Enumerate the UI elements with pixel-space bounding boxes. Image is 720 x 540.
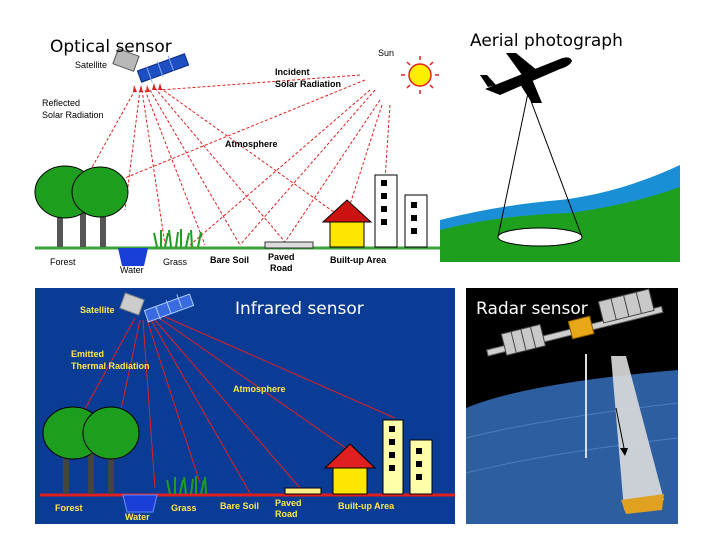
satellite-icon: [112, 48, 190, 83]
paved-road-icon: [284, 487, 322, 495]
label-water: Water: [125, 512, 150, 522]
optical-sensor-title: Optical sensor: [50, 37, 172, 57]
label-builtup: Built-up Area: [330, 255, 387, 265]
label-paved-2: Road: [275, 509, 298, 519]
label-paved-1: Paved: [275, 498, 302, 508]
emitted-rays: [79, 315, 396, 494]
radar-beam: [611, 356, 664, 510]
buildings-icon: [382, 419, 433, 495]
label-reflected-1: Reflected: [42, 98, 80, 108]
label-emitted-2: Thermal Radiation: [71, 361, 150, 371]
label-water: Water: [120, 265, 144, 275]
land-area: [440, 187, 680, 262]
paved-road-icon: [264, 241, 314, 249]
label-forest: Forest: [55, 503, 83, 513]
label-bare-soil: Bare Soil: [210, 255, 249, 265]
optical-sensor-panel: Optical sensor Satellite Sun Incident So…: [30, 30, 440, 280]
label-reflected-2: Solar Radiation: [42, 110, 104, 120]
grass-icon: [166, 476, 207, 495]
label-paved-2: Road: [270, 263, 293, 273]
forest-icon: [34, 165, 129, 247]
label-grass: Grass: [171, 503, 197, 513]
aerial-photograph-title: Aerial photograph: [470, 31, 623, 51]
beam-arrow-head: [620, 448, 628, 456]
beam-arrow: [615, 407, 625, 449]
label-paved-1: Paved: [268, 252, 295, 262]
label-sun: Sun: [378, 48, 394, 58]
camera-field-of-view: [497, 92, 583, 247]
radar-sensor-diagram: Radar sensor: [466, 288, 678, 524]
label-incident-1: Incident: [275, 67, 310, 77]
label-satellite: Satellite: [75, 60, 107, 70]
house-icon: [321, 199, 373, 248]
grass-icon: [153, 229, 202, 248]
earth-contour: [466, 402, 678, 439]
label-bare-soil: Bare Soil: [220, 501, 259, 511]
ray-arrowheads: [133, 83, 162, 92]
water-icon: [118, 248, 148, 266]
label-incident-2: Solar Radiation: [275, 79, 341, 89]
label-atmosphere: Atmosphere: [225, 139, 278, 149]
label-grass: Grass: [163, 257, 188, 267]
label-forest: Forest: [50, 257, 76, 267]
incident-ray: [189, 89, 371, 246]
radar-footprint: [621, 494, 664, 514]
satellite-icon: [119, 292, 195, 323]
aerial-photograph-diagram: Aerial photograph: [440, 25, 680, 262]
optical-sensor-diagram: Optical sensor Satellite Sun Incident So…: [30, 30, 440, 280]
airplane-icon: [480, 53, 572, 103]
infrared-sensor-panel: Infrared sensor Satellite Emitted Therma…: [35, 288, 455, 524]
radar-sensor-title: Radar sensor: [476, 299, 588, 319]
label-builtup: Built-up Area: [338, 501, 395, 511]
infrared-sensor-diagram: Infrared sensor Satellite Emitted Therma…: [40, 292, 455, 522]
buildings-icon: [374, 174, 428, 248]
label-emitted-1: Emitted: [71, 349, 104, 359]
infrared-sensor-title: Infrared sensor: [235, 299, 364, 319]
sun-icon: [401, 56, 439, 94]
label-atmosphere: Atmosphere: [233, 384, 286, 394]
water-icon: [122, 494, 158, 513]
radar-satellite-icon: [486, 288, 664, 357]
house-icon: [323, 443, 377, 495]
forest-icon: [42, 406, 140, 494]
label-satellite: Satellite: [80, 305, 115, 315]
aerial-photograph-panel: Aerial photograph: [440, 25, 680, 262]
radar-sensor-panel: Radar sensor: [466, 288, 678, 524]
